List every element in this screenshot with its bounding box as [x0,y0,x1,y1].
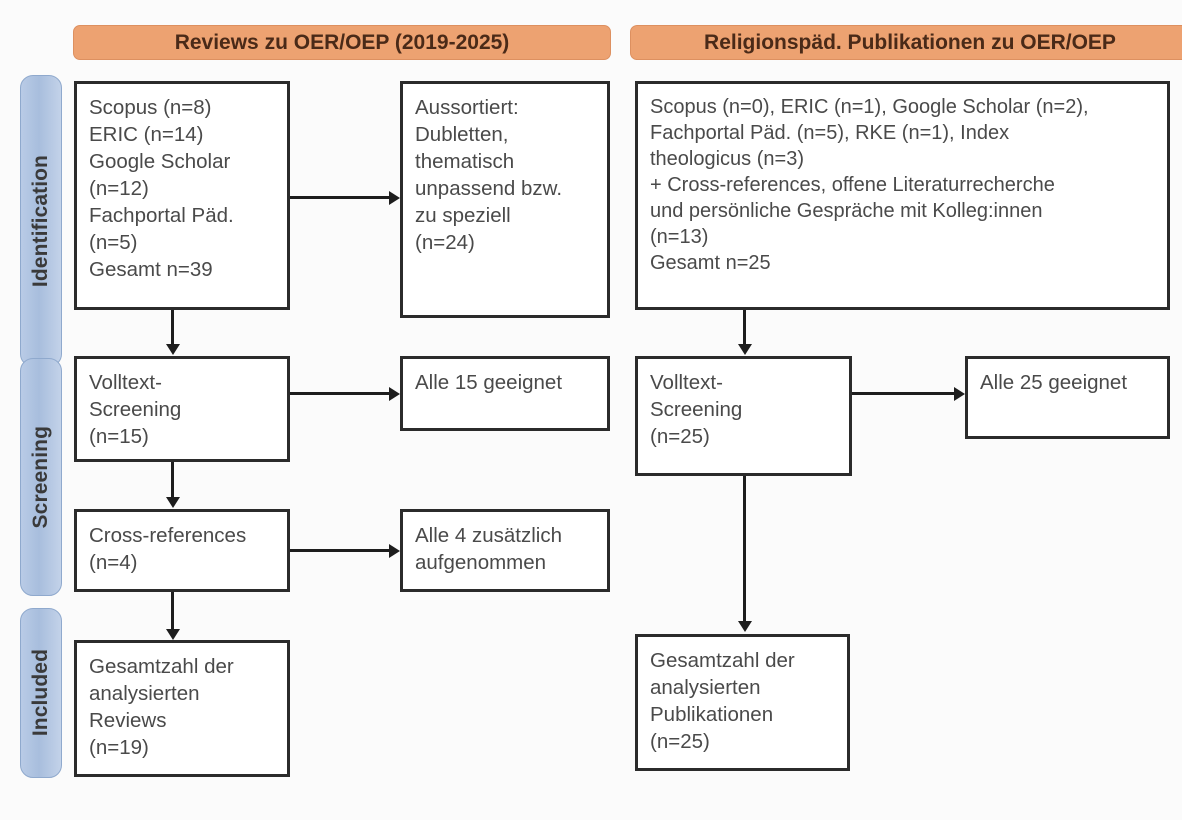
connector-left-sources-to-fulltext [171,310,174,345]
arrowhead-right-fulltext-to-result [954,386,965,401]
arrowhead-left-crossrefs-to-result [389,543,400,558]
stage-label-identification: Identification [29,154,52,288]
node-right-sources: Scopus (n=0), ERIC (n=1), Google Scholar… [635,81,1170,310]
node-left-crossreferences-result: Alle 4 zusätzlich aufgenommen [400,509,610,592]
stage-label-screening: Screening [29,425,52,529]
arrowhead-left-sources-to-fulltext [166,344,180,355]
node-left-fulltext-screening: Volltext- Screening (n=15) [74,356,290,462]
connector-right-fulltext-to-result [852,392,954,395]
connector-right-sources-to-fulltext [743,310,746,345]
node-right-fulltext-screening: Volltext- Screening (n=25) [635,356,852,476]
arrowhead-left-fulltext-to-result [389,386,400,401]
arrowhead-right-sources-to-fulltext [738,344,752,355]
node-left-sources: Scopus (n=8) ERIC (n=14) Google Scholar … [74,81,290,310]
node-right-fulltext-result: Alle 25 geeignet [965,356,1170,439]
arrowhead-right-fulltext-to-included [738,621,752,632]
arrowhead-left-crossrefs-to-included [166,629,180,640]
stage-label-included: Included [29,649,52,737]
column-header-religionspaed-label: Religionspäd. Publikationen zu OER/OEP [704,30,1116,54]
node-left-crossreferences: Cross-references (n=4) [74,509,290,592]
column-header-religionspaed: Religionspäd. Publikationen zu OER/OEP [630,25,1182,60]
column-header-reviews: Reviews zu OER/OEP (2019-2025) [73,25,611,60]
node-left-excluded: Aussortiert: Dubletten, thematisch unpas… [400,81,610,318]
column-header-reviews-label: Reviews zu OER/OEP (2019-2025) [174,30,510,54]
stage-pill-screening: Screening [20,358,62,596]
node-left-included-total: Gesamtzahl der analysierten Reviews (n=1… [74,640,290,777]
arrowhead-left-sources-to-excluded [389,190,400,205]
connector-left-sources-to-excluded [290,196,389,199]
connector-left-crossrefs-to-result [290,549,389,552]
node-left-fulltext-result: Alle 15 geeignet [400,356,610,431]
node-right-included-total: Gesamtzahl der analysierten Publikatione… [635,634,850,771]
arrowhead-left-fulltext-to-crossrefs [166,497,180,508]
connector-left-fulltext-to-result [290,392,389,395]
connector-left-crossrefs-to-included [171,592,174,630]
connector-left-fulltext-to-crossrefs [171,462,174,498]
stage-pill-included: Included [20,608,62,778]
connector-right-fulltext-to-included [743,476,746,622]
stage-pill-identification: Identification [20,75,62,367]
